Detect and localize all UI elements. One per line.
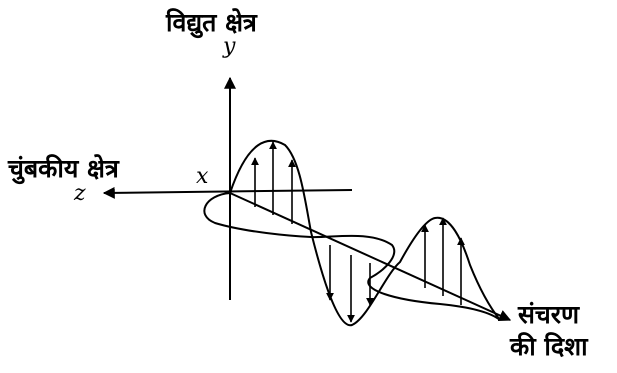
propagation-label-line1: संचरण (518, 302, 579, 327)
propagation-label-line2: की दिशा (510, 334, 588, 359)
magnetic-field-wave (204, 193, 500, 320)
x-axis-label: x (196, 166, 208, 188)
electric-field-label: विद्युत क्षेत्र (166, 10, 257, 35)
y-axis-label: y (223, 36, 235, 58)
z-axis-label: z (74, 183, 86, 205)
magnetic-field-label: चुंबकीय क्षेत्र (8, 156, 119, 181)
